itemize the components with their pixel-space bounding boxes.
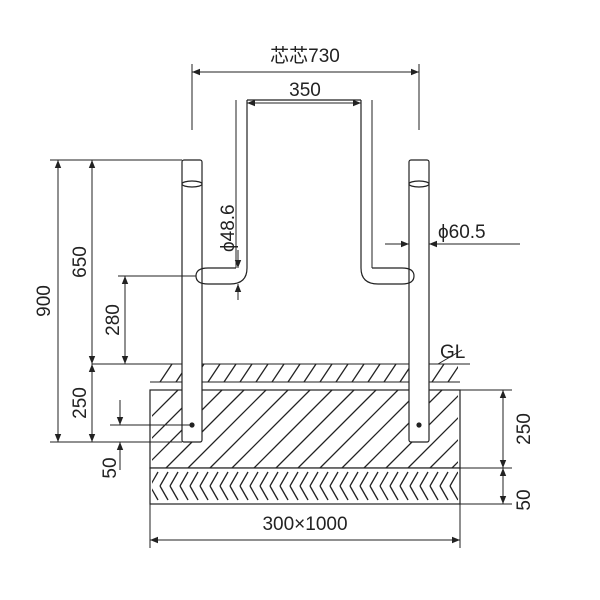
dimension-center-to-center: 芯芯730 — [191, 45, 420, 130]
concrete-hatch — [152, 390, 458, 468]
dimension-label-pipe-large: ϕ60.5 — [438, 222, 486, 243]
dimension-label-pipe-small: ϕ48.6 — [218, 204, 239, 252]
ground-level-marker: GL — [430, 342, 470, 365]
right-anchor-pin — [416, 422, 422, 428]
right-vertical-dimensions: 250 50 — [460, 389, 535, 511]
dimension-label-anchor-offset: 50 — [100, 457, 121, 478]
gravel-hatch — [152, 471, 458, 501]
dimension-label-total-height: 900 — [34, 285, 55, 317]
dimension-label-foundation-size: 300×1000 — [262, 514, 347, 535]
right-post — [408, 159, 430, 443]
dimension-pipe-small: ϕ48.6 — [218, 204, 242, 300]
gravel-base — [149, 467, 461, 505]
dimension-label-inner-width: 350 — [289, 80, 321, 101]
dimension-label-above-ground: 650 — [70, 246, 91, 278]
dimension-inner-width: 350 — [247, 80, 361, 107]
ground-level-label: GL — [440, 342, 465, 363]
left-post — [181, 159, 203, 443]
dimension-label-embed-depth: 250 — [70, 387, 91, 419]
dimension-label-bar-height: 280 — [103, 304, 124, 336]
u-bar — [195, 99, 415, 285]
ground-hatch — [159, 364, 458, 382]
dimension-foundation-size: 300×1000 — [149, 504, 461, 548]
dimension-label-center-to-center: 芯芯730 — [270, 45, 340, 67]
dimension-pipe-large: ϕ60.5 — [385, 222, 520, 248]
left-vertical-dimensions: 900 650 280 250 50 — [34, 159, 196, 479]
dimension-label-concrete-depth: 250 — [514, 413, 535, 445]
dimension-label-gravel-depth: 50 — [514, 489, 535, 510]
